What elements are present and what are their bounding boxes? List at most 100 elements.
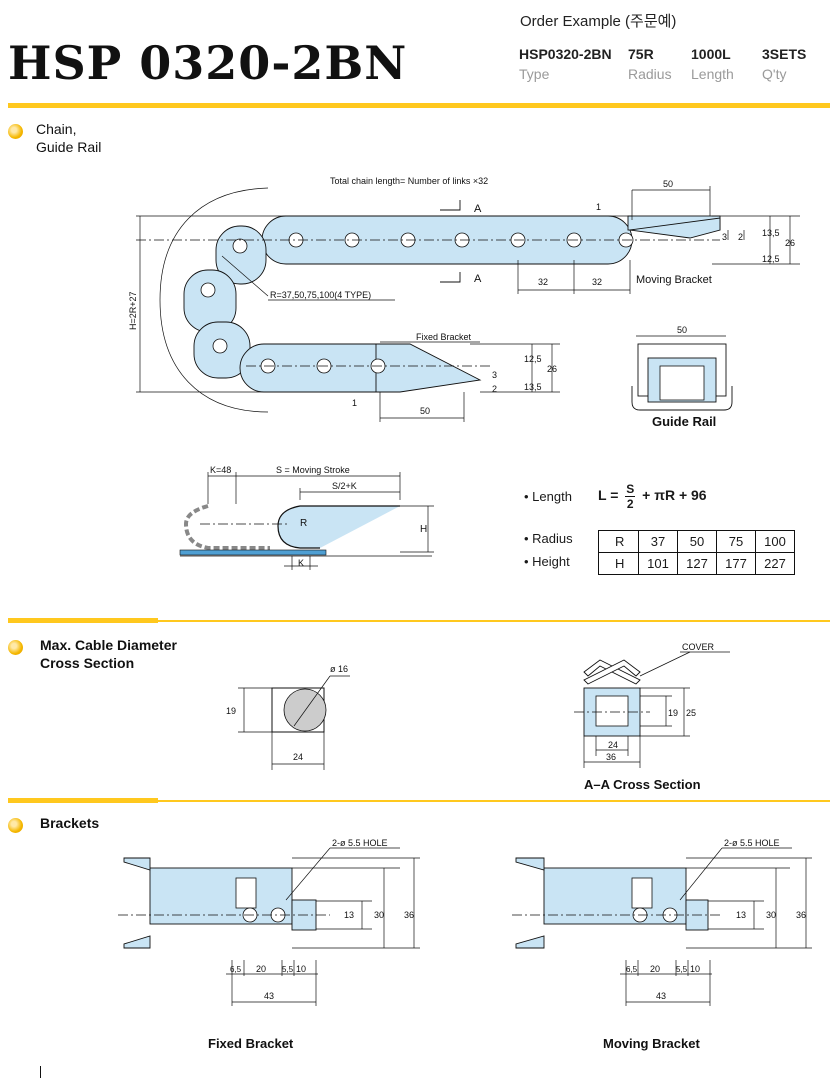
moving-dim-6-5: 6,5 xyxy=(626,965,638,974)
total-length-label: Total chain length= Number of links ×32 xyxy=(330,176,488,186)
fixed-dim-5-5: 5,5 xyxy=(282,965,294,974)
moving-dim-36: 36 xyxy=(796,910,806,920)
bullet-icon xyxy=(8,124,23,139)
rail-dim-50: 50 xyxy=(677,325,687,335)
dim-12-5-top: 12,5 xyxy=(762,254,780,264)
fixed-dim-43: 43 xyxy=(264,991,274,1001)
fixed-dim-6-5: 6,5 xyxy=(230,965,242,974)
fixed-dim-30: 30 xyxy=(374,910,384,920)
fixed-dim-10: 10 xyxy=(296,964,306,974)
h-label: H xyxy=(420,524,427,535)
moving-stroke-label: S = Moving Stroke xyxy=(276,465,350,475)
chain-diagram: Total chain length= Number of links ×32 … xyxy=(128,176,800,422)
dim-1-bottom: 1 xyxy=(352,398,357,408)
chain-outer-arc xyxy=(159,187,269,413)
dim-13-5-bottom: 13,5 xyxy=(524,382,542,392)
section-rule xyxy=(158,620,830,622)
section-mark-a-bottom: A xyxy=(474,273,482,285)
pitch-32-b: 32 xyxy=(592,277,602,287)
length-formula: L = S 2 + πR + 96 xyxy=(598,482,707,511)
order-type-label: Type xyxy=(519,66,550,82)
order-radius-label: Radius xyxy=(628,66,672,82)
moving-bracket-label: Moving Bracket xyxy=(636,274,712,286)
dim-50-top: 50 xyxy=(663,179,673,189)
dim-1-top: 1 xyxy=(596,202,601,212)
model-title: HSP 0320-2BN xyxy=(8,36,408,90)
chain-loop-shape xyxy=(277,505,400,549)
section-rule-thick xyxy=(8,798,158,803)
bullet-icon xyxy=(8,818,23,833)
cover-label: COVER xyxy=(682,642,715,652)
dim-50-bottom: 50 xyxy=(420,406,430,416)
section-chain-title-line2: Guide Rail xyxy=(36,139,102,155)
chain-link-bend-1 xyxy=(215,225,267,285)
table-row: R 37 50 75 100 xyxy=(598,530,795,553)
table-cell: H xyxy=(598,552,639,575)
table-cell: 127 xyxy=(677,552,717,575)
pitch-32-a: 32 xyxy=(538,277,548,287)
order-type-value: HSP0320-2BN xyxy=(519,46,612,62)
order-qty-label: Q'ty xyxy=(762,66,787,82)
dim-26-bottom: 26 xyxy=(547,364,557,374)
section-rule-thick xyxy=(8,618,158,623)
header-divider xyxy=(8,103,830,108)
section-cable-title: Max. Cable Diameter Cross Section xyxy=(40,636,177,672)
aa-dim-36: 36 xyxy=(606,752,616,762)
height-row-label: • Height xyxy=(524,554,570,569)
formula-fraction: S 2 xyxy=(625,482,636,511)
moving-dim-30: 30 xyxy=(766,910,776,920)
order-example-title: Order Example (주문예) xyxy=(520,13,677,30)
stroke-diagram: K=48 S = Moving Stroke S/2+K R H K xyxy=(179,465,434,570)
fixed-hole-note: 2-ø 5.5 HOLE xyxy=(332,838,388,848)
dim-2-bottom: 2 xyxy=(492,384,497,394)
fixed-dim-13: 13 xyxy=(344,910,354,920)
dim-12-5-bottom: 12,5 xyxy=(524,354,542,364)
r-label: R xyxy=(300,518,307,529)
moving-dim-20: 20 xyxy=(650,964,660,974)
fixed-dim-20: 20 xyxy=(256,964,266,974)
table-cell: 101 xyxy=(638,552,678,575)
moving-dim-43: 43 xyxy=(656,991,666,1001)
formula-lhs: L = xyxy=(598,487,619,504)
fixed-bracket-shape xyxy=(375,343,482,393)
moving-dim-5-5: 5,5 xyxy=(676,965,688,974)
cable-dia-label: ø 16 xyxy=(330,664,348,674)
dim-2-top: 2 xyxy=(738,232,743,242)
table-cell: 100 xyxy=(755,530,795,553)
bullet-icon xyxy=(8,640,23,655)
radius-row-label: • Radius xyxy=(524,531,573,546)
formula-denominator: 2 xyxy=(626,497,634,511)
radius-height-table: R 37 50 75 100 H 101 127 177 227 xyxy=(598,530,795,575)
aa-section-caption: A–A Cross Section xyxy=(584,777,701,792)
radius-note: R=37,50,75,100(4 TYPE) xyxy=(270,290,371,300)
order-length-value: 1000L xyxy=(691,46,731,62)
guide-rail-caption: Guide Rail xyxy=(652,414,717,429)
cable-dim-24: 24 xyxy=(293,752,303,762)
order-qty-value: 3SETS xyxy=(762,46,807,62)
order-length-label: Length xyxy=(691,66,734,82)
cable-dim-19: 19 xyxy=(226,706,236,716)
moving-bracket-tip xyxy=(629,217,721,239)
height-note: H=2R+27 xyxy=(128,291,138,330)
k-label: K xyxy=(298,558,304,568)
length-label: • Length xyxy=(524,489,572,504)
base-plate xyxy=(179,549,327,556)
section-cable-title-line1: Max. Cable Diameter xyxy=(40,637,177,653)
section-brackets-title: Brackets xyxy=(40,815,100,831)
aa-dim-24: 24 xyxy=(608,740,618,750)
moving-hole-note: 2-ø 5.5 HOLE xyxy=(724,838,780,848)
fixed-dim-36: 36 xyxy=(404,910,414,920)
k48-label: K=48 xyxy=(210,465,231,475)
table-cell: 227 xyxy=(755,552,795,575)
order-radius-value: 75R xyxy=(628,46,654,62)
section-chain-title-line1: Chain, xyxy=(36,121,77,137)
table-row: H 101 127 177 227 xyxy=(598,552,795,575)
section-cable-title-line2: Cross Section xyxy=(40,655,135,671)
formula-rest: + πR + 96 xyxy=(642,487,707,504)
page-margin-mark xyxy=(40,1066,41,1078)
fixed-bracket-label: Fixed Bracket xyxy=(416,332,472,342)
dim-26-top: 26 xyxy=(785,238,795,248)
cable-circle xyxy=(283,688,327,732)
